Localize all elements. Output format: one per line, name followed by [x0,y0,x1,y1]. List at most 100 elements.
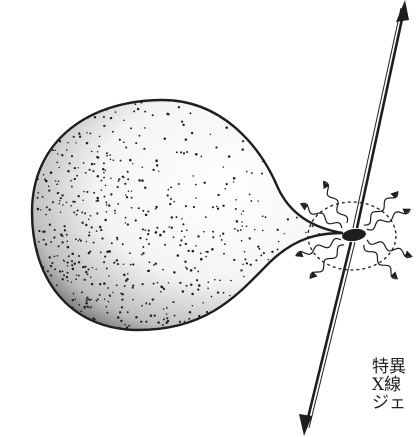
stipple-dot [249,194,251,196]
stipple-dot [46,206,48,208]
stipple-dot [71,281,72,282]
stipple-dot [330,136,332,138]
stipple-dot [246,171,248,173]
stipple-dot [190,283,192,285]
stipple-dot [56,162,58,164]
stipple-dot [147,233,149,235]
stipple-dot [244,258,246,260]
stipple-dot [181,218,183,220]
stipple-dot [296,264,298,266]
stipple-dot [277,229,279,231]
stipple-dot [50,172,53,175]
stipple-dot [295,300,296,301]
stipple-dot [50,330,52,332]
stipple-dot [283,253,285,255]
stipple-dot [115,111,117,113]
stipple-dot [96,230,98,232]
stipple-dot [123,264,125,266]
stipple-dot [200,156,202,158]
stipple-dot [335,246,337,248]
jet-upper-arrowhead [396,0,409,22]
stipple-dot [319,222,321,224]
stipple-dot [180,151,182,153]
stipple-dot [197,329,199,331]
stipple-dot [121,293,124,296]
stipple-dot [54,229,56,231]
stipple-dot [75,103,77,105]
stipple-dot [71,186,73,188]
stipple-dot [233,259,235,261]
stipple-dot [49,104,51,106]
stipple-dot [250,302,252,304]
stipple-dot [229,295,230,296]
stipple-dot [113,262,115,264]
stipple-dot [246,225,248,227]
stipple-dot [254,229,256,231]
stipple-dot [103,261,105,263]
stipple-dot [99,136,101,138]
stipple-dot [249,237,251,239]
stipple-dot [64,229,66,231]
stipple-dot [100,229,102,231]
stipple-dot [92,170,94,172]
stipple-dot [338,132,339,133]
stipple-dot [290,147,292,149]
stipple-dot [61,278,63,280]
stipple-dot [169,226,171,228]
stipple-dot [111,102,113,104]
stipple-dot [55,150,56,151]
stipple-dot [198,284,201,287]
stipple-dot [81,291,83,293]
stipple-dot [73,136,75,138]
stipple-dot [58,108,60,110]
stipple-dot [189,311,192,314]
stipple-dot [61,118,63,120]
stipple-dot [246,262,248,264]
stipple-dot [69,162,71,164]
stipple-dot [304,260,306,262]
stipple-dot [144,186,146,188]
stipple-dot [274,113,276,115]
stipple-dot [193,206,195,208]
stipple-dot [199,99,201,101]
stipple-dot [74,320,76,322]
stipple-dot [53,321,55,323]
stipple-dot [104,196,106,198]
stipple-dot [141,254,143,256]
stipple-dot [162,269,164,271]
stipple-dot [48,189,50,191]
stipple-dot [332,154,334,156]
stipple-dot [314,239,315,240]
stipple-dot [74,201,76,203]
stipple-dot [316,253,318,255]
stipple-dot [42,266,44,268]
stipple-dot [236,322,238,324]
stipple-dot [89,111,91,113]
stipple-dot [192,250,195,253]
stipple-dot [179,331,181,333]
stipple-dot [106,268,108,270]
stipple-dot [78,304,80,306]
stipple-dot [30,119,33,122]
stipple-dot [89,169,91,171]
stipple-dot [67,170,69,172]
stipple-dot [243,98,245,100]
stipple-dot [35,99,37,101]
stipple-dot [52,149,54,151]
stipple-dot [320,275,322,277]
stipple-dot [52,201,54,203]
stipple-dot [88,234,90,236]
stipple-dot [38,140,41,143]
stipple-dot [271,331,273,333]
stipple-dot [139,135,141,137]
stipple-dot [251,172,253,174]
stipple-dot [40,209,41,210]
stipple-dot [119,311,121,313]
stipple-dot [30,304,33,307]
stipple-dot [295,144,298,147]
stipple-dot [259,284,261,286]
stipple-dot [86,241,88,243]
stipple-dot [74,167,76,169]
stipple-dot [58,245,60,247]
stipple-dot [178,332,180,334]
